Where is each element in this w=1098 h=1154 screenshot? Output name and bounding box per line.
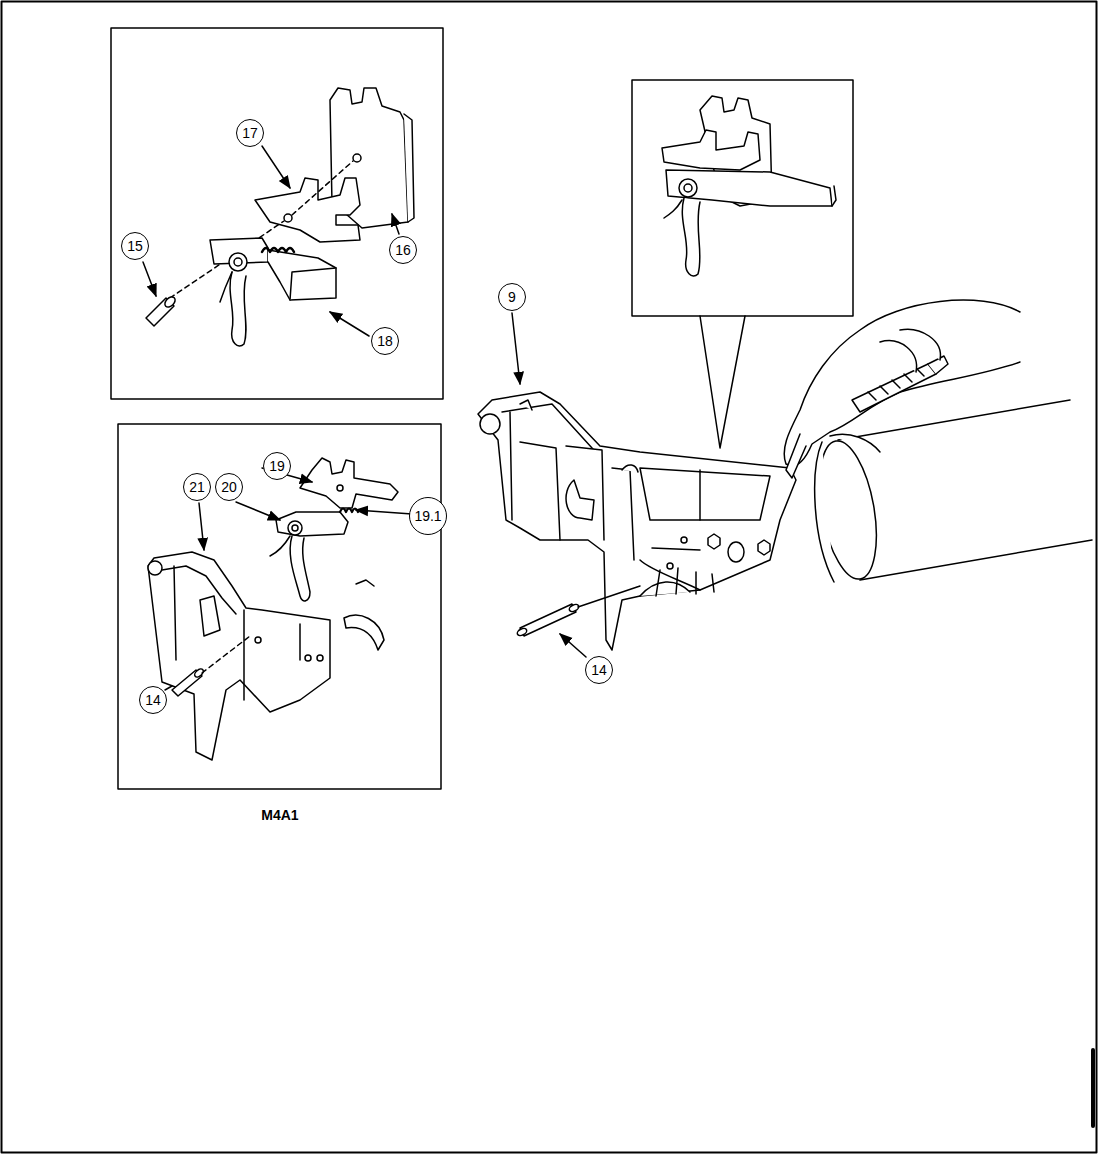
callout-circle: 16 [389, 236, 417, 264]
callout-circle: 19 [263, 452, 291, 480]
leader-line [512, 313, 520, 384]
callout-circle: 18 [371, 327, 399, 355]
callout-number: 19 [269, 459, 285, 473]
callout-circle: 17 [236, 119, 264, 147]
callout-circle: 20 [215, 473, 243, 501]
inset-frame [118, 424, 441, 789]
callout-circle: 19.1 [409, 497, 447, 535]
leader-line [143, 262, 156, 296]
leader-line [262, 146, 290, 188]
callout-number: 21 [189, 480, 205, 494]
leader-line [356, 510, 412, 514]
leader-line [330, 312, 369, 336]
assembly-line [202, 636, 250, 673]
inset-pointer [700, 316, 745, 448]
trigger-spring [262, 248, 294, 252]
trigger-part [210, 238, 336, 346]
buffer-tube [810, 400, 1092, 583]
receiver-pin [516, 603, 580, 637]
leader-line [560, 634, 586, 657]
callout-circle: 21 [183, 473, 211, 501]
lower-receiver [478, 392, 796, 650]
receiver-pin [172, 667, 205, 696]
callout-number: 14 [591, 663, 607, 677]
callout-circle: 9 [498, 283, 526, 311]
callout-number: 19.1 [414, 509, 441, 523]
lower-receiver-small [148, 552, 384, 760]
callout-circle: 15 [121, 232, 149, 260]
inset-frame [632, 80, 853, 316]
leader-line [165, 686, 172, 690]
leader-line [392, 214, 399, 234]
hammer-part [300, 458, 398, 508]
trigger-part [270, 512, 348, 601]
margin-bar [1091, 1050, 1095, 1126]
callout-number: 16 [395, 243, 411, 257]
hand-with-punch [784, 300, 1020, 478]
callout-number: 14 [145, 693, 161, 707]
callout-number: 17 [242, 126, 258, 140]
callout-number: 15 [127, 239, 143, 253]
assembly-line [292, 161, 353, 215]
inset-frame [111, 28, 443, 399]
assembly-line [170, 221, 284, 298]
leader-line [236, 502, 280, 520]
caption: M4A1 [261, 807, 298, 823]
callout-circle: 14 [139, 686, 167, 714]
callout-circle: 14 [585, 656, 613, 684]
sear-part [255, 178, 360, 242]
trigger-pin [146, 295, 177, 326]
callout-number: 18 [377, 334, 393, 348]
callout-number: 20 [221, 480, 237, 494]
leader-line [199, 503, 204, 550]
assembled-group [662, 96, 836, 276]
callout-number: 9 [508, 290, 516, 304]
assembly-line [578, 586, 640, 607]
